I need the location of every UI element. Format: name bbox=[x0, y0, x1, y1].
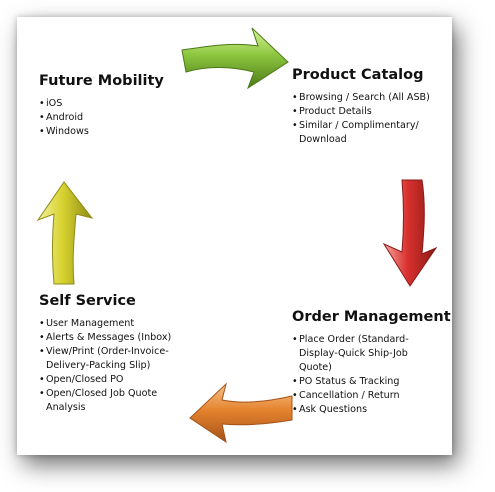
product-catalog-section: Product Catalog Browsing / Search (All A… bbox=[292, 67, 442, 147]
list-item: View/Print (Order-Invoice-Delivery-Packi… bbox=[39, 345, 189, 373]
product-catalog-list: Browsing / Search (All ASB) Product Deta… bbox=[292, 91, 442, 147]
order-management-list: Place Order (Standard-Display-Quick Ship… bbox=[292, 333, 442, 417]
arrow-yellow-up bbox=[36, 181, 94, 285]
future-mobility-title: Future Mobility bbox=[39, 73, 164, 89]
list-item: User Management bbox=[39, 317, 189, 331]
arrow-red-down bbox=[382, 179, 438, 287]
list-item: Browsing / Search (All ASB) bbox=[292, 91, 442, 105]
arrow-green-right bbox=[181, 27, 289, 90]
list-item: Place Order (Standard-Display-Quick Ship… bbox=[292, 333, 442, 375]
self-service-title: Self Service bbox=[39, 293, 136, 309]
list-item: Windows bbox=[39, 125, 179, 139]
list-item: iOS bbox=[39, 97, 179, 111]
list-item: Android bbox=[39, 111, 179, 125]
list-item: Ask Questions bbox=[292, 403, 442, 417]
list-item: Product Details bbox=[292, 105, 442, 119]
future-mobility-list: iOS Android Windows bbox=[39, 97, 179, 139]
list-item: Similar / Complimentary/ Download bbox=[292, 119, 442, 147]
list-item: Open/Closed PO bbox=[39, 373, 189, 387]
list-item: Open/Closed Job Quote Analysis bbox=[39, 387, 189, 415]
self-service-list: User Management Alerts & Messages (Inbox… bbox=[39, 317, 189, 415]
arrow-orange-left bbox=[189, 382, 293, 444]
order-management-title: Order Management bbox=[292, 309, 451, 325]
future-mobility-section: Future Mobility iOS Android Windows bbox=[39, 73, 179, 139]
order-management-section: Order Management Place Order (Standard-D… bbox=[292, 309, 451, 417]
list-item: PO Status & Tracking bbox=[292, 375, 442, 389]
self-service-section: Self Service User Management Alerts & Me… bbox=[39, 293, 189, 415]
list-item: Cancellation / Return bbox=[292, 389, 442, 403]
list-item: Alerts & Messages (Inbox) bbox=[39, 331, 189, 345]
product-catalog-title: Product Catalog bbox=[292, 67, 424, 83]
